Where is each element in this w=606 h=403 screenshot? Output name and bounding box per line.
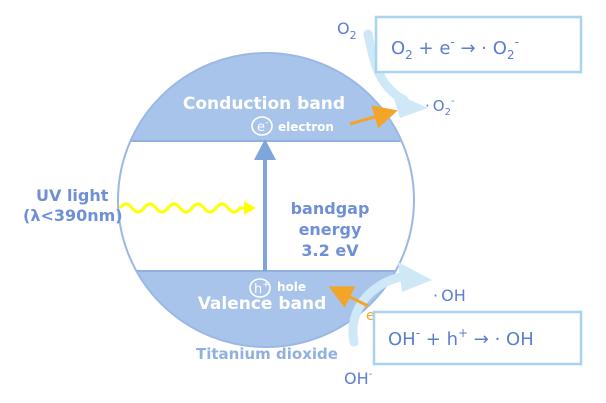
- bandgap-line-2: energy: [299, 220, 362, 239]
- uv-label-line-2: (λ<390nm): [23, 206, 123, 225]
- reaction-box-2: OH- + h+ → · OH: [372, 310, 583, 366]
- hydroxide-flow-head: [398, 262, 432, 292]
- bandgap-line-1: bandgap: [291, 199, 370, 218]
- oxygen-label: O2: [337, 19, 357, 42]
- uv-light: UV light (λ<390nm): [23, 186, 256, 225]
- reaction-1-equation: O2 + e- → · O2-: [391, 35, 519, 62]
- hydroxyl-radical-product-label: ·OH: [433, 286, 466, 305]
- reaction-2-equation: OH- + h+ → · OH: [388, 326, 534, 350]
- uv-wave: [118, 202, 248, 214]
- uv-label-line-1: UV light: [36, 186, 109, 205]
- superoxide-product-label: ·O2-: [425, 96, 455, 118]
- oxygen-flow-head: [392, 92, 428, 118]
- hydroxide-label: OH-: [344, 369, 373, 388]
- hole-marker: h+ hole: [249, 278, 306, 298]
- excitation-arrow: [254, 139, 276, 271]
- material-label: Titanium dioxide: [196, 345, 338, 363]
- electron-marker: e- electron: [251, 116, 334, 136]
- excitation-arrow-head: [254, 139, 276, 160]
- hole-transfer-arrow: [328, 286, 369, 308]
- uv-wave-head: [244, 201, 256, 215]
- bandgap-line-3: 3.2 eV: [301, 241, 359, 260]
- reaction-box-1: O2 + e- → · O2-: [374, 15, 583, 74]
- electron-symbol: e-: [257, 118, 268, 135]
- hole-label: hole: [277, 280, 306, 294]
- electron-transfer-arrow: [349, 105, 398, 129]
- bandgap-label: bandgap energy 3.2 eV: [291, 199, 370, 260]
- particle-border: [117, 52, 415, 348]
- hydroxide-flow-arrow: [348, 262, 432, 347]
- hole-circle: [249, 278, 271, 298]
- hydroxide-flow-shaft: [348, 271, 409, 347]
- electron-circle: [251, 116, 273, 136]
- reaction-box-2-frame: [372, 310, 583, 366]
- electron-label: electron: [278, 120, 334, 134]
- conduction-band-label: Conduction band: [183, 94, 345, 114]
- reaction-box-1-frame: [374, 15, 583, 74]
- hole-symbol: h+: [254, 280, 270, 297]
- valence-band-label: Valence band: [198, 294, 327, 314]
